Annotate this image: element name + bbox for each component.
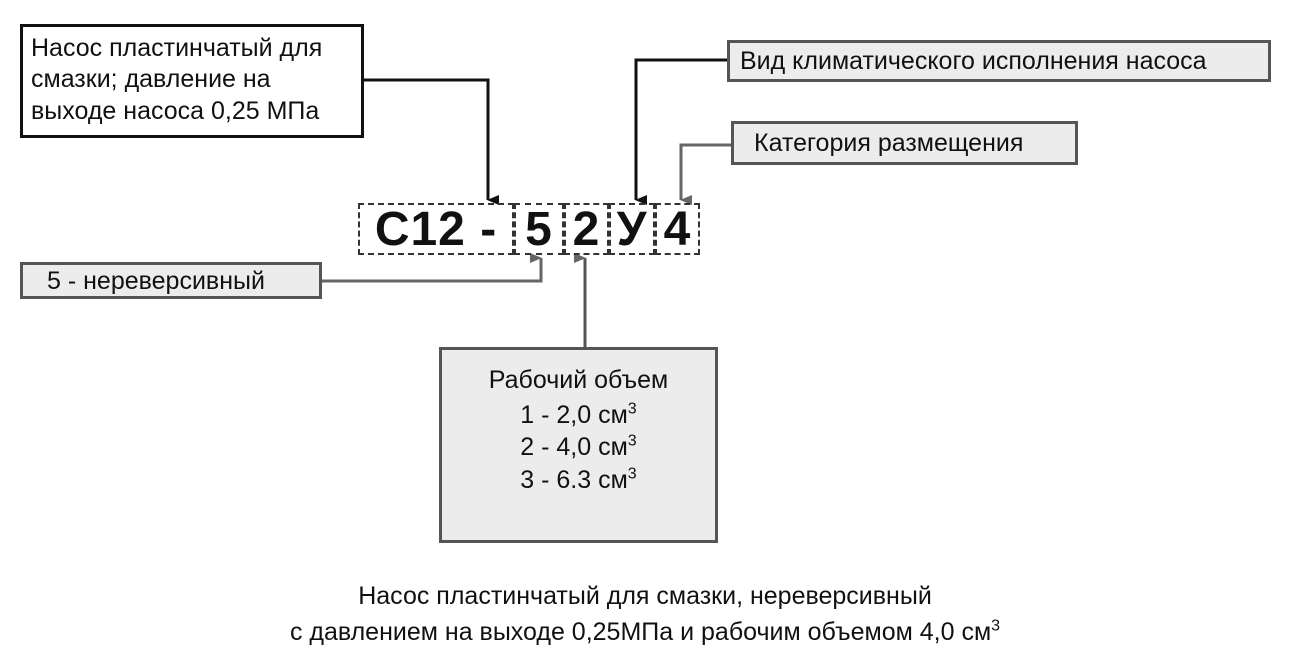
working-volume-option-1: 1 - 2,0 см3	[442, 399, 715, 432]
working-volume-option-3-text: 3 - 6.3 см	[520, 465, 628, 494]
working-volume-option-3-sup: 3	[627, 465, 637, 483]
decoding-summary-line-2-text: с давлением на выходе 0,25МПа и рабочим …	[289, 618, 992, 647]
code-segment-five: 5	[514, 203, 564, 255]
working-volume-option-1-sup: 3	[627, 400, 637, 418]
pump-description-line-1: Насос пластинчатый для	[31, 34, 323, 62]
connector-nonreversible-to-five	[322, 253, 543, 283]
decoding-summary-line-2-sup: 3	[991, 617, 1001, 635]
working-volume-option-2: 2 - 4,0 см3	[442, 431, 715, 464]
working-volume-title: Рабочий объем	[488, 366, 669, 394]
working-volume-option-2-sup: 3	[627, 432, 637, 450]
connector-description-to-base	[364, 78, 499, 205]
pump-description-line-3: выходе насоса 0,25 МПа	[31, 96, 320, 125]
code-segment-base: С12 -	[358, 203, 514, 255]
connector-climate-to-u	[634, 58, 727, 205]
climate-version-box: Вид климатического исполнения насоса	[727, 40, 1271, 82]
code-segment-u: У	[609, 203, 655, 255]
code-segment-two: 2	[564, 203, 609, 255]
decoding-summary: Насос пластинчатый для смазки, нереверси…	[0, 578, 1290, 651]
working-volume-option-3: 3 - 6.3 см3	[442, 464, 715, 497]
connector-placement-to-four	[679, 143, 731, 205]
placement-category-label: Категория размещения	[754, 129, 1024, 157]
working-volume-box: Рабочий объем 1 - 2,0 см3 2 - 4,0 см3 3 …	[439, 347, 718, 543]
placement-category-box: Категория размещения	[731, 121, 1078, 165]
climate-version-label: Вид климатического исполнения насоса	[740, 47, 1207, 75]
code-segment-four: 4	[655, 203, 700, 255]
pump-description-line-2: смазки; давление на	[31, 65, 271, 94]
working-volume-option-1-text: 1 - 2,0 см	[520, 400, 628, 429]
working-volume-option-2-text: 2 - 4,0 см	[520, 433, 628, 461]
nonreversible-box: 5 - нереверсивный	[20, 262, 322, 299]
pump-description-box: Насос пластинчатый для смазки; давление …	[20, 24, 364, 138]
decoding-summary-line-1: Насос пластинчатый для смазки, нереверси…	[358, 582, 932, 610]
nonreversible-label: 5 - нереверсивный	[47, 267, 265, 295]
decoding-summary-line-2: с давлением на выходе 0,25МПа и рабочим …	[0, 614, 1290, 650]
